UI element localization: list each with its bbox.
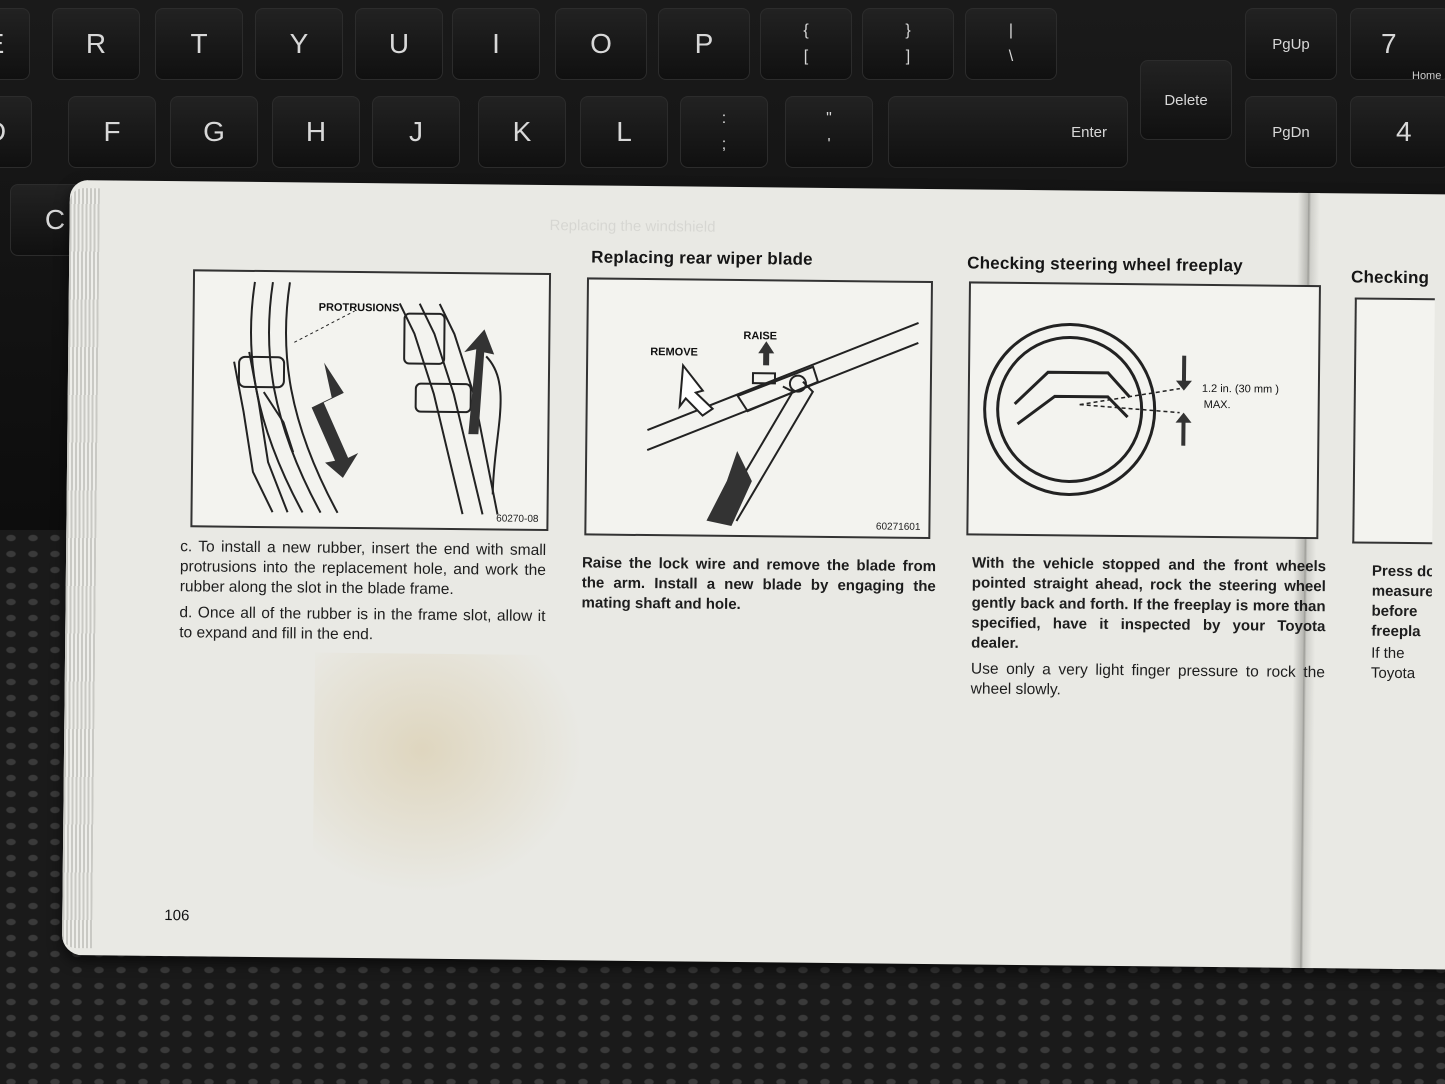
key-backslash: | \ — [965, 8, 1057, 80]
key-y: Y — [255, 8, 343, 80]
key-k: K — [478, 96, 566, 168]
steering-freeplay-paragraph-1: With the vehicle stopped and the front w… — [971, 554, 1327, 652]
water-stain — [312, 652, 586, 896]
up-arrow — [464, 329, 495, 435]
key-p: P — [658, 8, 750, 80]
remove-label: REMOVE — [650, 346, 698, 358]
steering-freeplay-title: Checking steering wheel freeplay — [967, 253, 1243, 276]
remove-arrow — [678, 362, 715, 417]
key-l: L — [580, 96, 668, 168]
freeplay-measure-label: 1.2 in. (30 mm ) — [1202, 383, 1279, 396]
page-number: 106 — [164, 907, 190, 925]
key-o: O — [555, 8, 647, 80]
key-right-brace: } ] — [862, 8, 954, 80]
raise-arrow — [758, 341, 775, 366]
figure-code-2: 60271601 — [875, 521, 921, 533]
key-num4-label: 4 — [1396, 116, 1412, 147]
key-home-label: Home — [1412, 70, 1442, 82]
step-d: d. Once all of the rubber is in the fram… — [179, 604, 546, 644]
key-i: I — [452, 8, 540, 80]
key-right-brace-bottom: ] — [905, 48, 911, 65]
key-semicolon-top: : — [721, 110, 727, 127]
steering-freeplay-instructions: With the vehicle stopped and the front w… — [971, 553, 1327, 709]
key-left-brace-bottom: [ — [803, 48, 809, 65]
key-f: F — [68, 96, 156, 168]
protrusions-label: PROTRUSIONS — [319, 302, 400, 315]
key-num4: 4 — [1350, 96, 1445, 168]
key-quote-bottom: ' — [827, 136, 831, 153]
freeplay-arrow-down — [1175, 355, 1192, 391]
rear-wiper-figure: REMOVE RAISE 60271601 — [584, 277, 933, 540]
steering-wheel-illustration: 1.2 in. (30 mm ) MAX. — [983, 322, 1279, 496]
key-right-brace-top: } — [905, 22, 911, 39]
key-backslash-bottom: \ — [1008, 48, 1014, 65]
show-through-text: Replacing the windshield — [549, 217, 716, 236]
raise-label: RAISE — [743, 330, 777, 342]
key-backslash-top: | — [1008, 22, 1014, 39]
key-h: H — [272, 96, 360, 168]
rear-wiper-title: Replacing rear wiper blade — [591, 247, 813, 269]
key-r: R — [52, 8, 140, 80]
step-c: c. To install a new rubber, insert the e… — [179, 538, 547, 599]
next-column-line-4: freepla — [1371, 622, 1421, 641]
key-num7: 7 — [1350, 8, 1445, 80]
key-g: G — [170, 96, 258, 168]
figure-code-1: 60270-08 — [496, 513, 539, 525]
key-t: T — [155, 8, 243, 80]
key-e: E — [0, 8, 30, 80]
wiper-rubber-figure: PROTRUSIONS 60270-08 — [190, 269, 552, 532]
rear-wiper-instructions: Raise the lock wire and remove the blade… — [581, 553, 937, 623]
key-pgup: PgUp — [1245, 8, 1337, 80]
freeplay-max-label: MAX. — [1204, 399, 1231, 411]
next-column-line-1: Press do — [1371, 562, 1433, 581]
wiper-rubber-instructions: c. To install a new rubber, insert the e… — [179, 537, 546, 653]
key-num7-label: 7 — [1381, 28, 1397, 59]
key-enter: Enter — [888, 96, 1128, 168]
steering-freeplay-paragraph-2: Use only a very light finger pressure to… — [970, 660, 1325, 699]
key-left-brace-top: { — [803, 22, 809, 39]
next-column-line-5: If the — [1371, 644, 1405, 662]
key-enter-label: Enter — [1071, 123, 1107, 141]
next-column-text: Press do measure before freepla If the T… — [1371, 562, 1432, 685]
key-pgdn: PgDn — [1245, 96, 1337, 168]
wiper-rubber-illustration: PROTRUSIONS — [233, 281, 502, 515]
next-column-figure — [1352, 297, 1435, 545]
key-left-brace: { [ — [760, 8, 852, 80]
key-quote-top: " — [826, 110, 832, 127]
owner-manual-page: PROTRUSIONS 60270-08 c. To install a new… — [61, 180, 1445, 970]
key-d: D — [0, 96, 32, 168]
key-semicolon-bottom: ; — [721, 136, 727, 153]
rear-wiper-paragraph: Raise the lock wire and remove the blade… — [581, 554, 937, 614]
next-column-line-6: Toyota — [1370, 664, 1416, 683]
key-quote: " ' — [785, 96, 873, 168]
steering-wheel-figure: 1.2 in. (30 mm ) MAX. — [966, 281, 1321, 540]
down-arrow — [311, 362, 359, 478]
key-semicolon: : ; — [680, 96, 768, 168]
rear-wiper-illustration: REMOVE RAISE — [646, 321, 919, 526]
key-delete: Delete — [1140, 60, 1232, 140]
next-column-title: Checking — [1350, 267, 1430, 288]
key-j: J — [372, 96, 460, 168]
key-u: U — [355, 8, 443, 80]
freeplay-arrow-up — [1175, 412, 1192, 446]
next-column-line-2: measure — [1371, 582, 1433, 601]
next-column-line-3: before — [1371, 602, 1418, 621]
